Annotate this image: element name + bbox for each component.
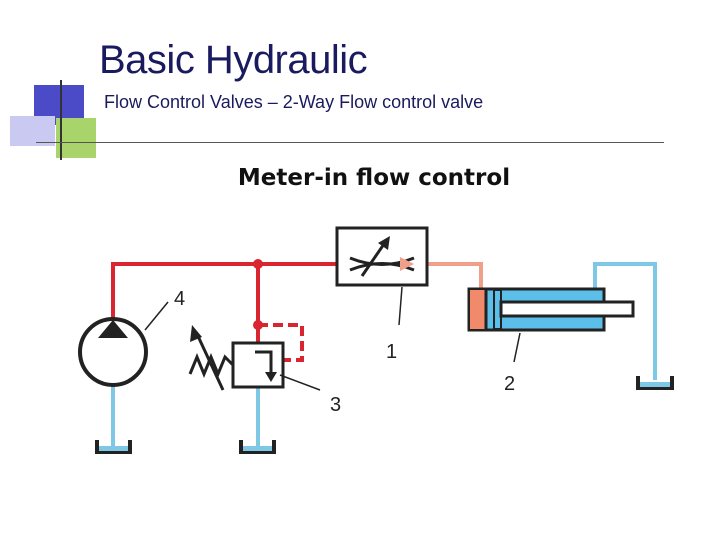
junction-dot (253, 320, 263, 330)
label-flow-control-valve: 1 (386, 341, 397, 363)
tank-icon (239, 440, 276, 454)
decor-horizontal-line (36, 142, 664, 143)
metered-line (427, 262, 483, 289)
tank-fluid (99, 446, 128, 451)
decor-vertical-line (60, 80, 62, 160)
flow-control-valve-icon (335, 226, 429, 287)
label-pump: 4 (174, 288, 185, 310)
slide-subtitle: Flow Control Valves – 2-Way Flow control… (104, 92, 484, 112)
pilot-line (258, 323, 304, 362)
junction-dot (253, 259, 263, 269)
diagram-heading: Meter-in flow control (237, 165, 511, 191)
relief-valve-icon (188, 325, 285, 391)
return-line (111, 262, 657, 448)
tank-icon (95, 440, 132, 454)
tank-fluid (640, 382, 670, 387)
tank-icon (636, 376, 674, 390)
slide-title: Basic Hydraulic (99, 38, 368, 82)
cylinder-icon (467, 287, 635, 332)
pump-icon (78, 317, 148, 387)
label-relief-valve: 3 (330, 394, 341, 416)
leader-lines (144, 286, 521, 391)
decor-lavender-square (10, 116, 55, 146)
label-cylinder: 2 (504, 373, 515, 395)
decor-green-square (56, 118, 96, 158)
tank-fluid (243, 446, 272, 451)
